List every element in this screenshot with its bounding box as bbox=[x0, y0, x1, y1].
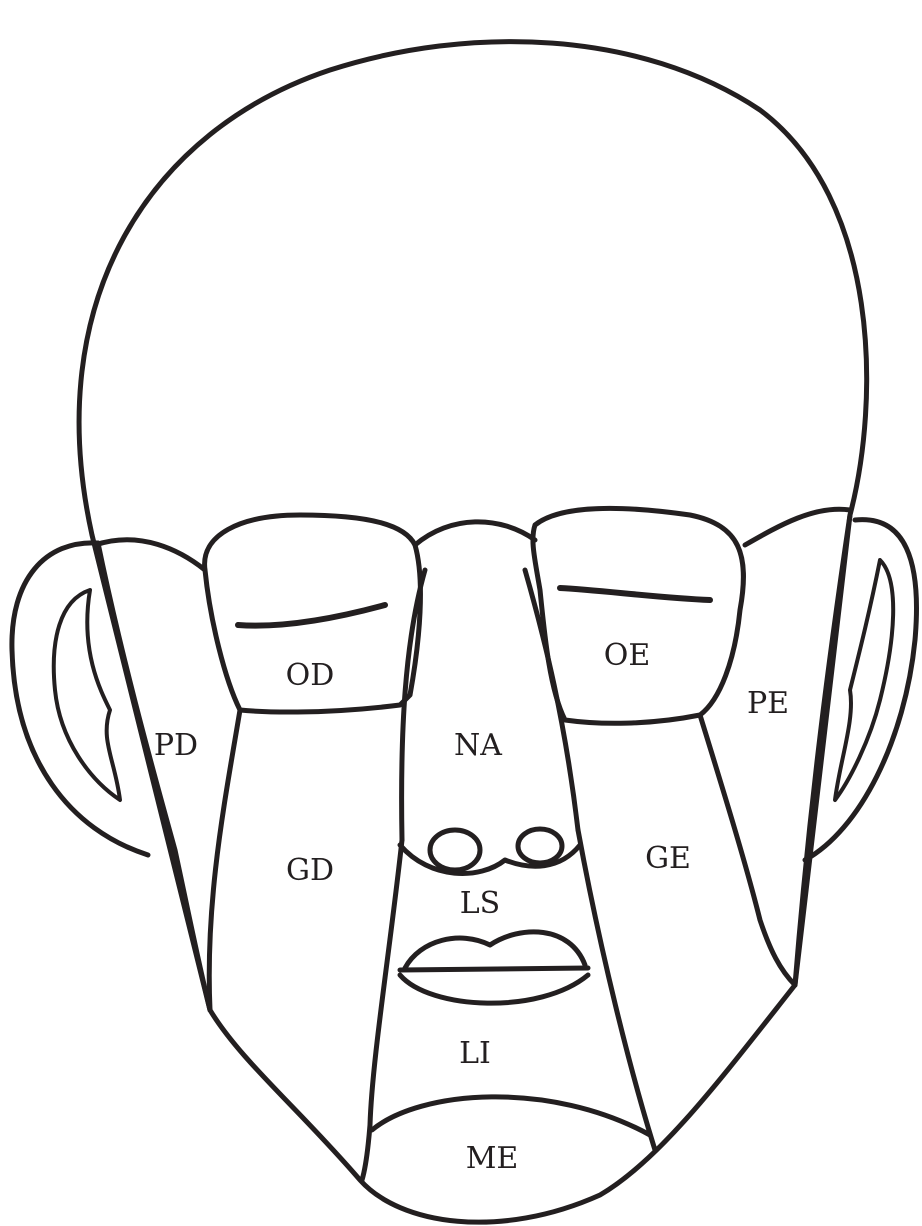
cheek-line-left-inner bbox=[700, 715, 795, 985]
lower-lip bbox=[400, 975, 588, 1003]
label-oe: OE bbox=[604, 638, 651, 673]
label-pd: PD bbox=[154, 728, 198, 763]
upper-lip bbox=[405, 932, 585, 968]
lip-line bbox=[400, 968, 588, 970]
label-na: NA bbox=[454, 728, 502, 763]
chin-region-top bbox=[372, 1097, 650, 1135]
eyelid-oe bbox=[560, 588, 710, 600]
ear-right-inner bbox=[54, 590, 120, 800]
label-ls: LS bbox=[460, 886, 500, 921]
label-me: ME bbox=[466, 1141, 519, 1176]
forehead-band-right bbox=[95, 540, 205, 570]
nose-side-left bbox=[525, 570, 578, 830]
label-li: LI bbox=[459, 1036, 491, 1071]
ear-left-outline bbox=[805, 520, 917, 860]
label-ge: GE bbox=[645, 841, 691, 876]
forehead-band-left bbox=[745, 509, 850, 545]
label-gd: GD bbox=[286, 853, 334, 888]
jaw-line-right bbox=[362, 840, 402, 1180]
eyelid-od bbox=[238, 605, 385, 626]
jaw-line-left bbox=[578, 830, 655, 1150]
nose-bridge bbox=[415, 522, 535, 545]
label-od: OD bbox=[286, 658, 335, 693]
cheek-line-right-inner bbox=[209, 710, 240, 1010]
ear-right-outline bbox=[12, 543, 148, 855]
label-pe: PE bbox=[747, 686, 789, 721]
nostril-left bbox=[518, 829, 562, 863]
nostril-right bbox=[430, 830, 480, 870]
eye-region-oe bbox=[533, 508, 744, 723]
